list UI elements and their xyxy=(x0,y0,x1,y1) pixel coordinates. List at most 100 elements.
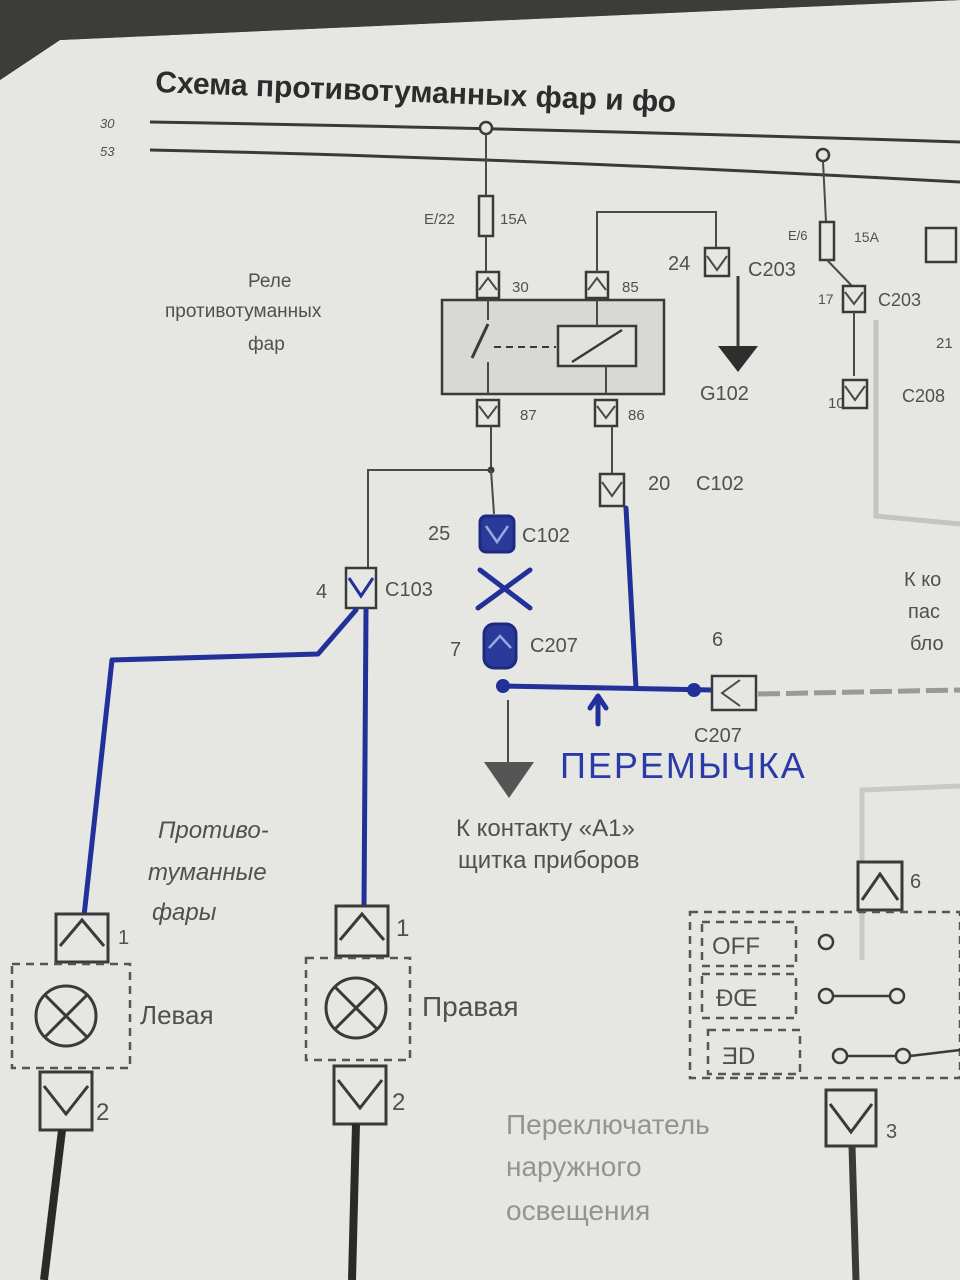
cut-mark-icon xyxy=(475,567,533,611)
ground-arrow xyxy=(718,346,758,372)
feed-wire-right-lamp xyxy=(361,607,369,911)
c203b-pin-label: 17 xyxy=(818,291,834,307)
fuse-right xyxy=(818,220,836,262)
c208-connector xyxy=(841,378,869,410)
relay-pin-30-connector xyxy=(475,270,501,300)
c207a-pin-label: 7 xyxy=(450,639,461,661)
switch-top-connector xyxy=(856,860,904,912)
right-cut-line3: бло xyxy=(910,633,944,655)
right-cut-line2: пас xyxy=(908,601,940,623)
switch-pin-top: 6 xyxy=(910,871,921,893)
background-shadow xyxy=(0,0,960,80)
switch-label-3: освещения xyxy=(506,1195,650,1226)
right-cut-line1: К ко xyxy=(904,569,941,591)
switch-pos2-label: ĐŒ xyxy=(716,985,757,1012)
left-lamp-pin-top: 1 xyxy=(118,927,129,949)
c103-connector xyxy=(344,566,378,610)
right-edge-connector xyxy=(924,226,958,264)
to-contact-line2: щитка приборов xyxy=(458,847,639,874)
c203-label: C203 xyxy=(748,259,796,281)
feed-wire-left-lamp xyxy=(81,607,359,919)
relay-pin-86-connector xyxy=(593,398,619,428)
c102a-connector xyxy=(598,472,626,508)
c203b-label: C203 xyxy=(878,290,921,310)
switch-housing xyxy=(688,910,960,1080)
bus-node-right xyxy=(815,147,831,163)
c102b-pin-label: 25 xyxy=(428,523,450,545)
right-lamp-label: Правая xyxy=(422,991,519,1022)
relay-label-3: фар xyxy=(248,334,285,355)
wire-to-right xyxy=(757,687,960,697)
switch-pos2-frame xyxy=(700,972,798,1020)
c103-label: C103 xyxy=(385,579,433,601)
jumper-wire-horizontal xyxy=(501,683,715,693)
right-box-edge xyxy=(873,320,960,527)
right-lamp-housing xyxy=(304,956,412,1062)
bus-line-30 xyxy=(149,120,960,144)
c208-pin-label: 10 xyxy=(828,395,845,412)
lamps-group-line2: туманные xyxy=(148,859,267,886)
switch-off-label: OFF xyxy=(712,933,760,960)
c102a-pin-label: 20 xyxy=(648,473,670,495)
c207b-label: C207 xyxy=(694,725,742,747)
c103-pin-label: 4 xyxy=(316,581,327,603)
c203-pin-label: 24 xyxy=(668,253,690,275)
switch-label-2: наружного xyxy=(506,1151,642,1182)
right-lamp-ground-wire xyxy=(348,1123,360,1280)
jumper-node-right xyxy=(687,683,701,697)
switch-pin-bottom: 3 xyxy=(886,1121,897,1143)
relay-pin-85-connector xyxy=(584,270,610,300)
c207b-connector xyxy=(710,674,758,712)
jumper-wire-vertical xyxy=(623,505,639,691)
c102b-label: C102 xyxy=(522,525,570,547)
relay-pin-85-label: 85 xyxy=(622,279,639,296)
to-a1-arrow xyxy=(484,762,534,798)
c102b-connector xyxy=(478,514,516,554)
ground-label: G102 xyxy=(700,383,749,405)
fuse-right-id: E/6 xyxy=(788,228,808,243)
bus-line-53 xyxy=(149,148,960,184)
c203b-connector xyxy=(841,284,867,314)
switch-bottom-connector xyxy=(824,1088,878,1148)
switch-pos3-frame xyxy=(706,1028,802,1076)
relay-pin-87-connector xyxy=(475,398,501,428)
left-lamp-housing xyxy=(10,962,132,1070)
jumper-node-left xyxy=(496,679,510,693)
fuse-left-rating: 15A xyxy=(500,211,527,228)
bus-node-left xyxy=(478,120,494,136)
c102a-label: C102 xyxy=(696,473,744,495)
fuse-left xyxy=(477,194,495,238)
switch-pos3-label: ƎD xyxy=(722,1043,755,1070)
c203-connector xyxy=(703,246,731,278)
right-lamp-pin-top: 1 xyxy=(396,915,409,942)
relay-pin-87-label: 87 xyxy=(520,407,537,424)
relay-label-1: Реле xyxy=(248,271,291,292)
relay-pin-30-label: 30 xyxy=(512,279,529,296)
bus-label-30: 30 xyxy=(100,116,115,131)
c208-label: C208 xyxy=(902,386,945,406)
to-contact-line1: К контакту «А1» xyxy=(456,815,635,842)
right-lamp-pin-bottom: 2 xyxy=(392,1089,405,1116)
lamps-group-line1: Противо- xyxy=(158,817,269,844)
relay-pin-86-label: 86 xyxy=(628,407,645,424)
switch-off-frame xyxy=(700,920,798,968)
left-lamp-ground-wire xyxy=(40,1129,66,1280)
left-lamp-bottom-connector xyxy=(38,1070,94,1132)
jumper-note: ПЕРЕМЫЧКА xyxy=(560,745,807,786)
relay-label-2: противотуманных xyxy=(165,301,322,322)
right-lamp-bottom-connector xyxy=(332,1064,388,1126)
relay-switch-contact xyxy=(470,323,490,359)
c207b-pin-label: 6 xyxy=(712,629,723,651)
left-lamp-label: Левая xyxy=(140,1000,214,1030)
c207a-label: C207 xyxy=(530,635,578,657)
switch-output-wire xyxy=(848,1145,860,1280)
fuse-left-id: E/22 xyxy=(424,211,455,228)
switch-label-1: Переключатель xyxy=(506,1109,710,1140)
bus-label-53: 53 xyxy=(100,144,115,159)
jumper-arrow-icon xyxy=(587,693,609,727)
left-lamp-pin-bottom: 2 xyxy=(96,1099,109,1126)
fuse-right-rating: 15A xyxy=(854,229,880,245)
